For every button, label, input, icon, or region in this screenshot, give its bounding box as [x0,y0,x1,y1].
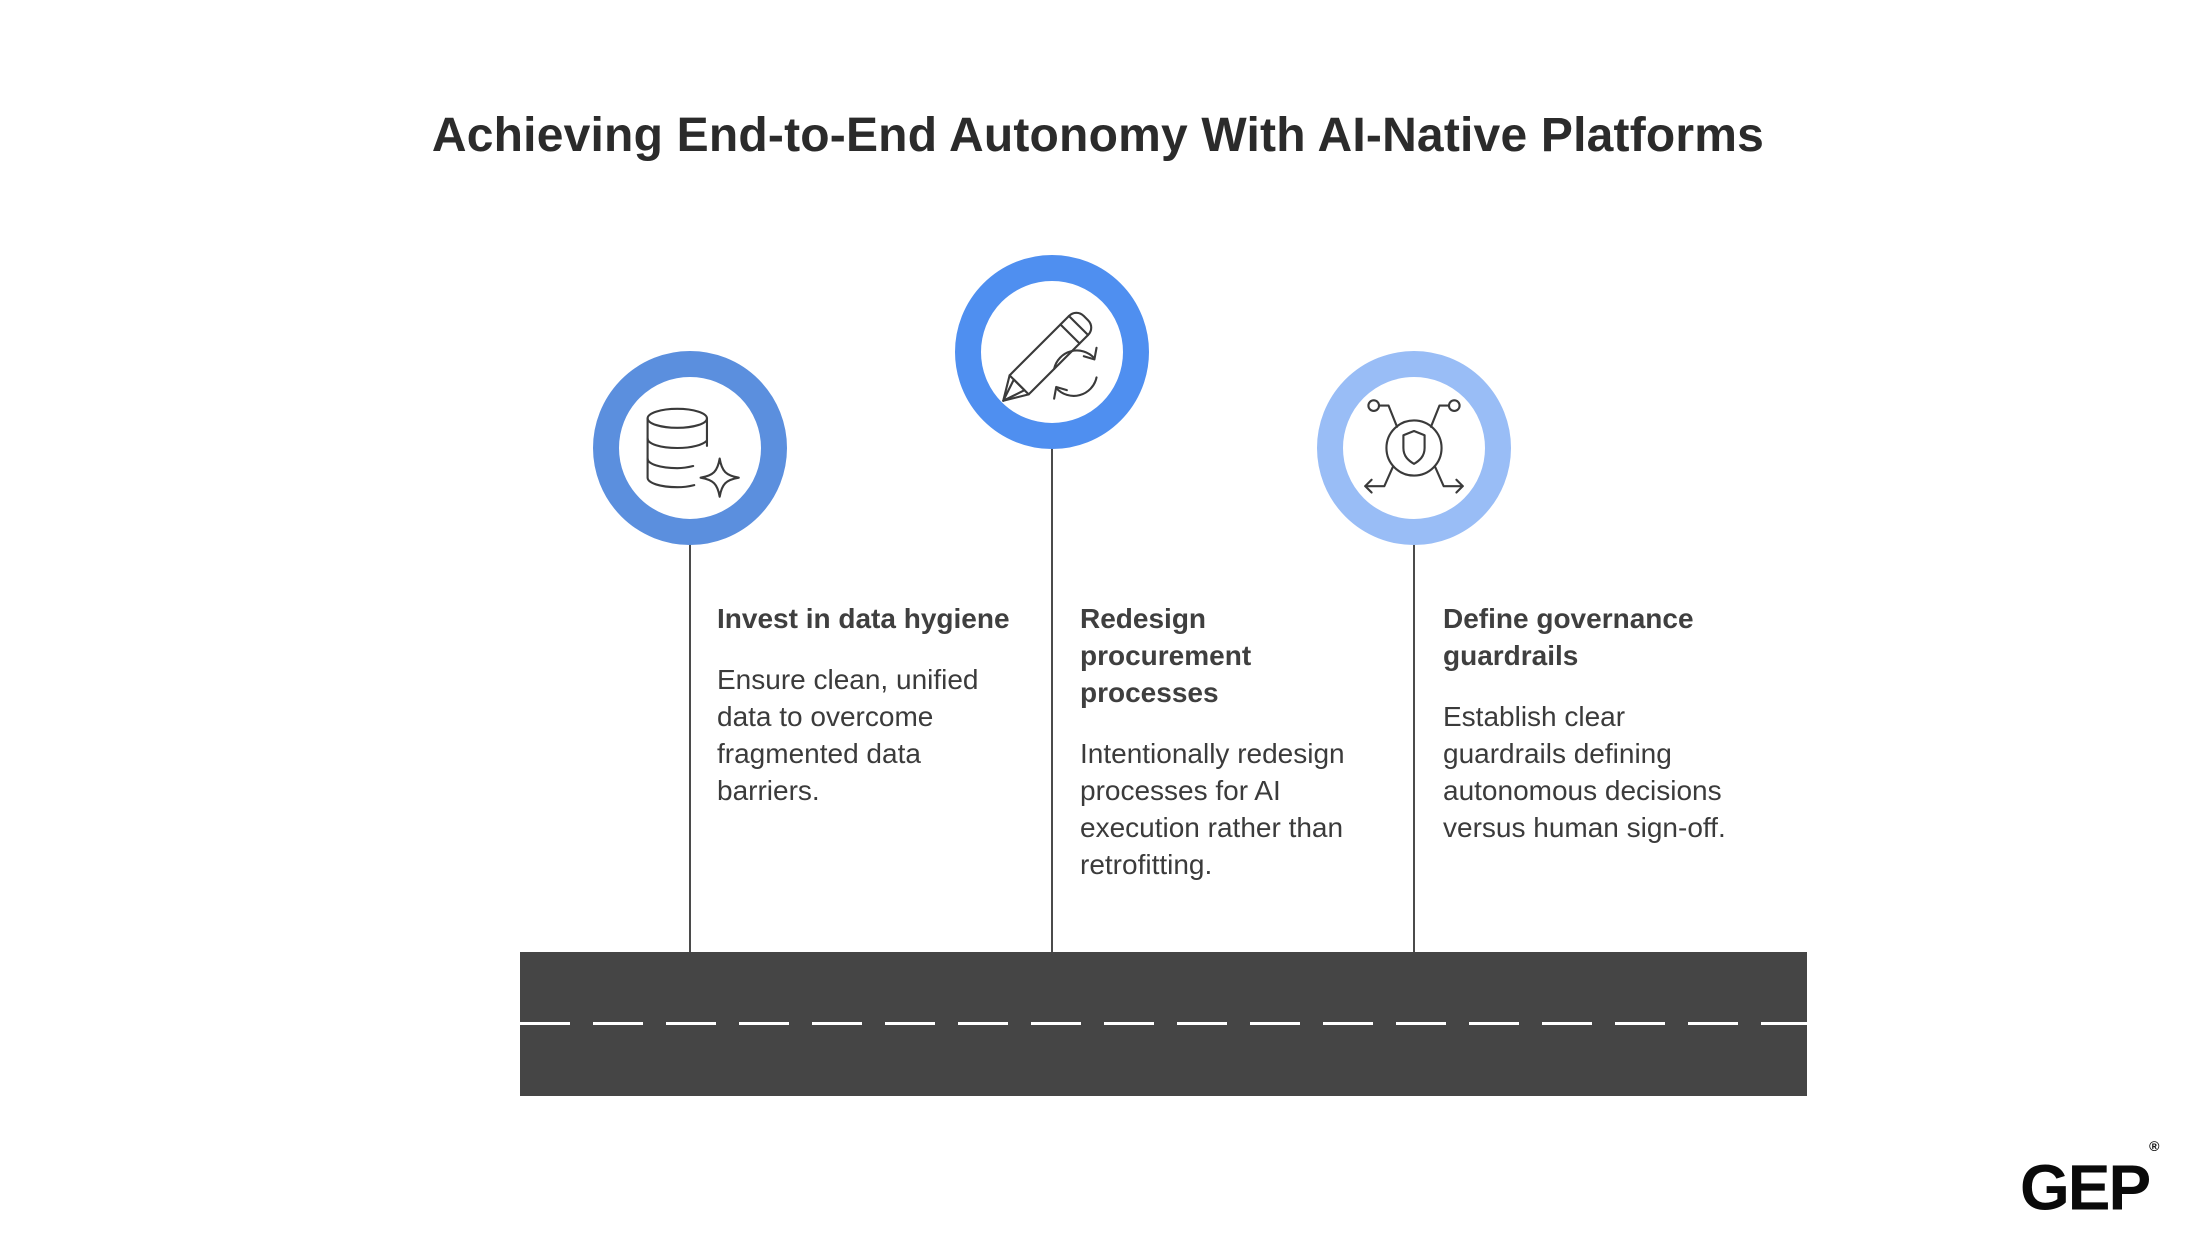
step-2-ring [955,255,1149,449]
step-3-description: Establish clear guardrails defining auto… [1443,701,1726,843]
step-3-text: Define governance guardrails Establish c… [1443,600,1733,846]
registered-mark: ® [2149,1138,2160,1154]
step-1-title: Invest in data hygiene [717,603,1010,634]
road-lane-marking [520,1022,1807,1025]
shield-network-icon [1364,399,1464,494]
step-1-ring [593,351,787,545]
gep-logo: GEP® [2020,1138,2159,1219]
step-1-text: Invest in data hygiene Ensure clean, uni… [717,600,1017,809]
step-3-ring [1317,351,1511,545]
pencil-refresh-icon [1002,311,1098,402]
step-2-description: Intentionally redesign processes for AI … [1080,738,1345,880]
step-1-connector [689,540,691,952]
gep-logo-text: GEP [2020,1151,2151,1224]
database-sparkle-icon [646,407,740,498]
step-2-title: Redesign procurement processes [1080,603,1252,708]
step-1-description: Ensure clean, unified data to overcome f… [717,664,979,806]
step-2-text: Redesign procurement processes Intention… [1080,600,1360,883]
page-title: Achieving End-to-End Autonomy With AI-Na… [431,109,1765,162]
step-3-connector [1413,540,1415,952]
step-3-title: Define governance guardrails [1443,603,1694,671]
step-2-connector [1051,445,1053,952]
road [520,952,1807,1096]
